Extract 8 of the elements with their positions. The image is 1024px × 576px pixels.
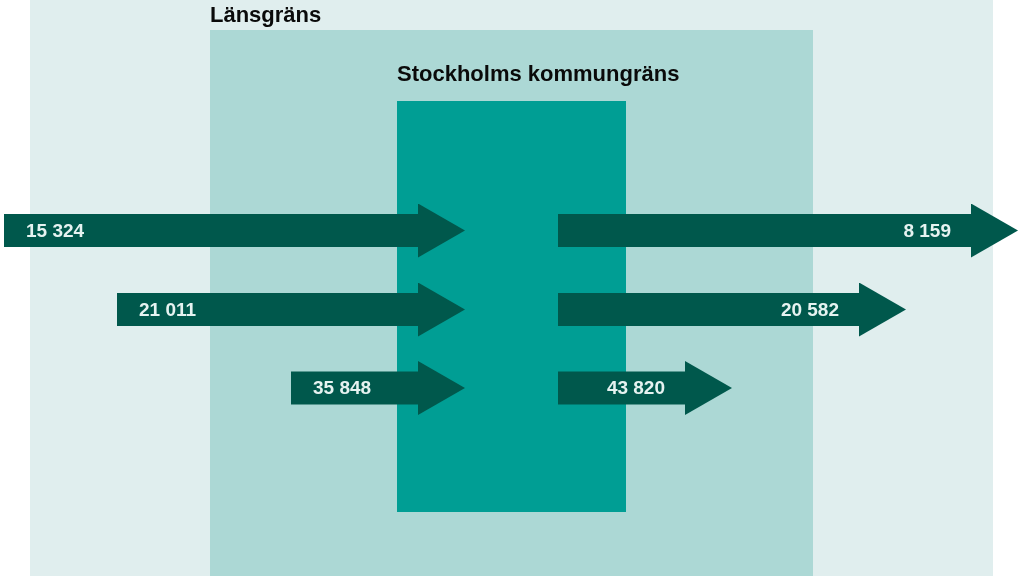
area-heading: Stockholms kommungräns [397,61,680,87]
flow-arrow [558,203,1018,258]
flow-arrow [117,282,465,337]
flow-arrow [291,361,465,415]
flow-arrow [558,282,906,337]
flow-arrow [558,361,732,415]
area-heading: Länsgräns [210,2,322,28]
flow-arrow [4,203,465,258]
